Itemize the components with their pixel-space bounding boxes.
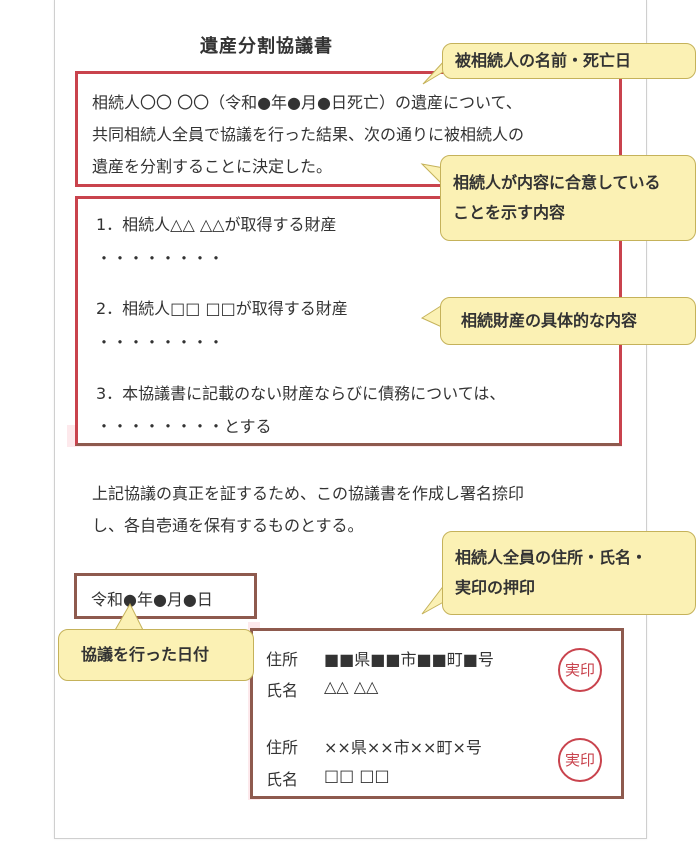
closing-line-2: し、各自壱通を保有するものとする。 bbox=[92, 516, 364, 535]
callout-deceased: 被相続人の名前・死亡日 bbox=[442, 43, 696, 79]
signer-1-address-label: 住所 bbox=[266, 650, 299, 669]
intro-line-2: 共同相続人全員で協議を行った結果、次の通りに被相続人の bbox=[92, 125, 525, 144]
signer-1-name-label: 氏名 bbox=[266, 681, 299, 700]
item-1-body: ・・・・・・・・ bbox=[96, 249, 225, 268]
intro-line-1: 相続人〇〇 〇〇（令和●年●月●日死亡）の遺産について、 bbox=[92, 93, 522, 112]
intro-line-3: 遺産を分割することに決定した。 bbox=[92, 157, 333, 176]
item-1-heading: 1．相続人△△ △△が取得する財産 bbox=[96, 215, 337, 234]
item-2-body: ・・・・・・・・ bbox=[96, 333, 225, 352]
callout-estate: 相続財産の具体的な内容 bbox=[440, 297, 696, 345]
signer-2-seal-stamp: 実印 bbox=[558, 738, 602, 782]
callout-estate-text: 相続財産の具体的な内容 bbox=[461, 311, 638, 330]
callout-signers-line-1: 相続人全員の住所・氏名・ bbox=[455, 548, 648, 567]
callout-date-text: 協議を行った日付 bbox=[81, 645, 210, 664]
item-3-body: ・・・・・・・・とする bbox=[96, 417, 272, 436]
signer-1-address: ■■県■■市■■町■号 bbox=[324, 650, 494, 669]
callout-signers-line-2: 実印の押印 bbox=[455, 578, 536, 597]
signer-1-seal-stamp: 実印 bbox=[558, 648, 602, 692]
callout-consent: 相続人が内容に合意している ことを示す内容 bbox=[440, 155, 696, 241]
callout-deceased-text: 被相続人の名前・死亡日 bbox=[455, 51, 632, 70]
signer-1-name: △△ △△ bbox=[324, 677, 379, 696]
signer-2-address: ××県××市××町×号 bbox=[324, 738, 482, 757]
signer-2-address-label: 住所 bbox=[266, 738, 299, 757]
item-2-heading: 2．相続人□□ □□が取得する財産 bbox=[96, 299, 348, 318]
callout-consent-line-2: ことを示す内容 bbox=[453, 203, 566, 222]
signer-2-name: □□ □□ bbox=[324, 766, 390, 785]
signer-2-name-label: 氏名 bbox=[266, 770, 299, 789]
date-box bbox=[74, 573, 257, 619]
document-title: 遺産分割協議書 bbox=[200, 36, 333, 57]
callout-signers: 相続人全員の住所・氏名・ 実印の押印 bbox=[442, 531, 696, 615]
item-3-heading: 3．本協議書に記載のない財産ならびに債務については、 bbox=[96, 384, 506, 403]
date-text: 令和●年●月●日 bbox=[91, 590, 213, 609]
closing-line-1: 上記協議の真正を証するため、この協議書を作成し署名捺印 bbox=[92, 484, 525, 503]
callout-consent-line-1: 相続人が内容に合意している bbox=[453, 173, 661, 192]
callout-date: 協議を行った日付 bbox=[58, 629, 254, 681]
